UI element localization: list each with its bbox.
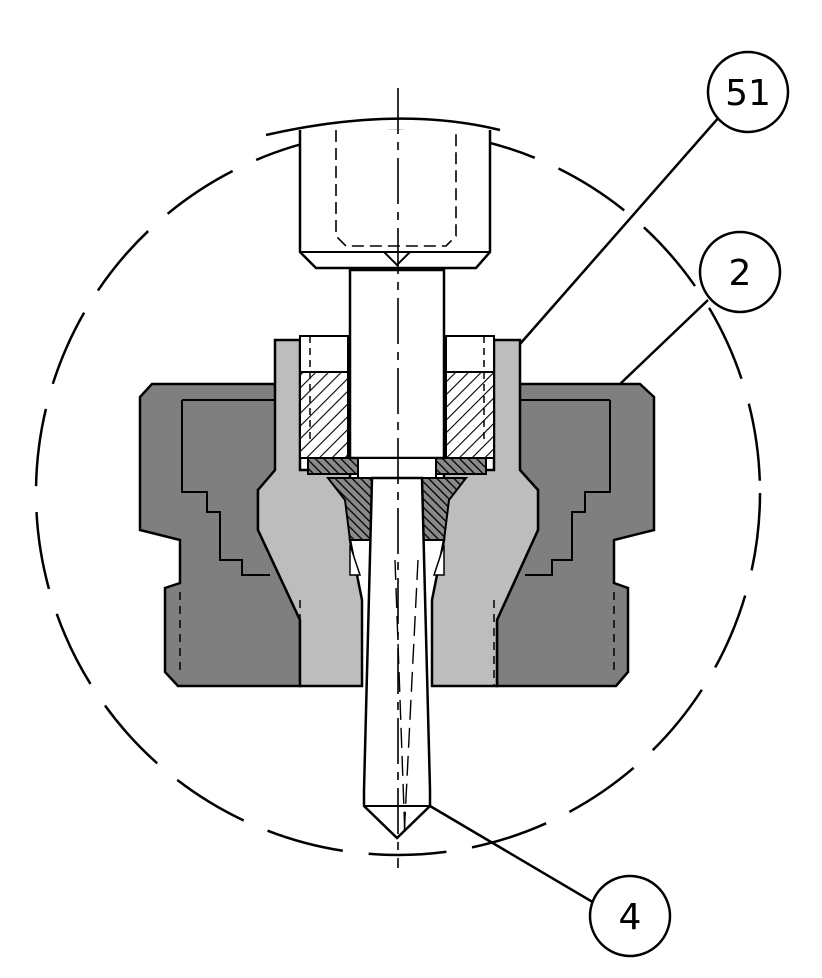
leader-4	[429, 804, 597, 906]
nut-left	[299, 371, 349, 459]
bushing-right	[430, 338, 540, 688]
callout-51-label: 51	[725, 73, 771, 114]
callout-2: 2	[698, 230, 782, 314]
housing-body	[138, 382, 656, 688]
hex-head	[265, 117, 501, 270]
housing-left-step	[181, 399, 280, 576]
leader-2	[619, 299, 709, 385]
stem	[348, 268, 446, 840]
callout-4: 4	[588, 874, 672, 958]
nut-sections	[299, 335, 495, 459]
housing-right-step	[516, 399, 611, 576]
callout-51: 51	[706, 50, 790, 134]
probe-pin	[362, 476, 432, 840]
callout-4-label: 4	[619, 897, 642, 938]
nut-right	[445, 371, 495, 459]
inner-bushing	[256, 338, 540, 688]
callout-2-label: 2	[729, 253, 752, 294]
bushing-left	[256, 338, 364, 688]
leader-51	[519, 115, 721, 345]
